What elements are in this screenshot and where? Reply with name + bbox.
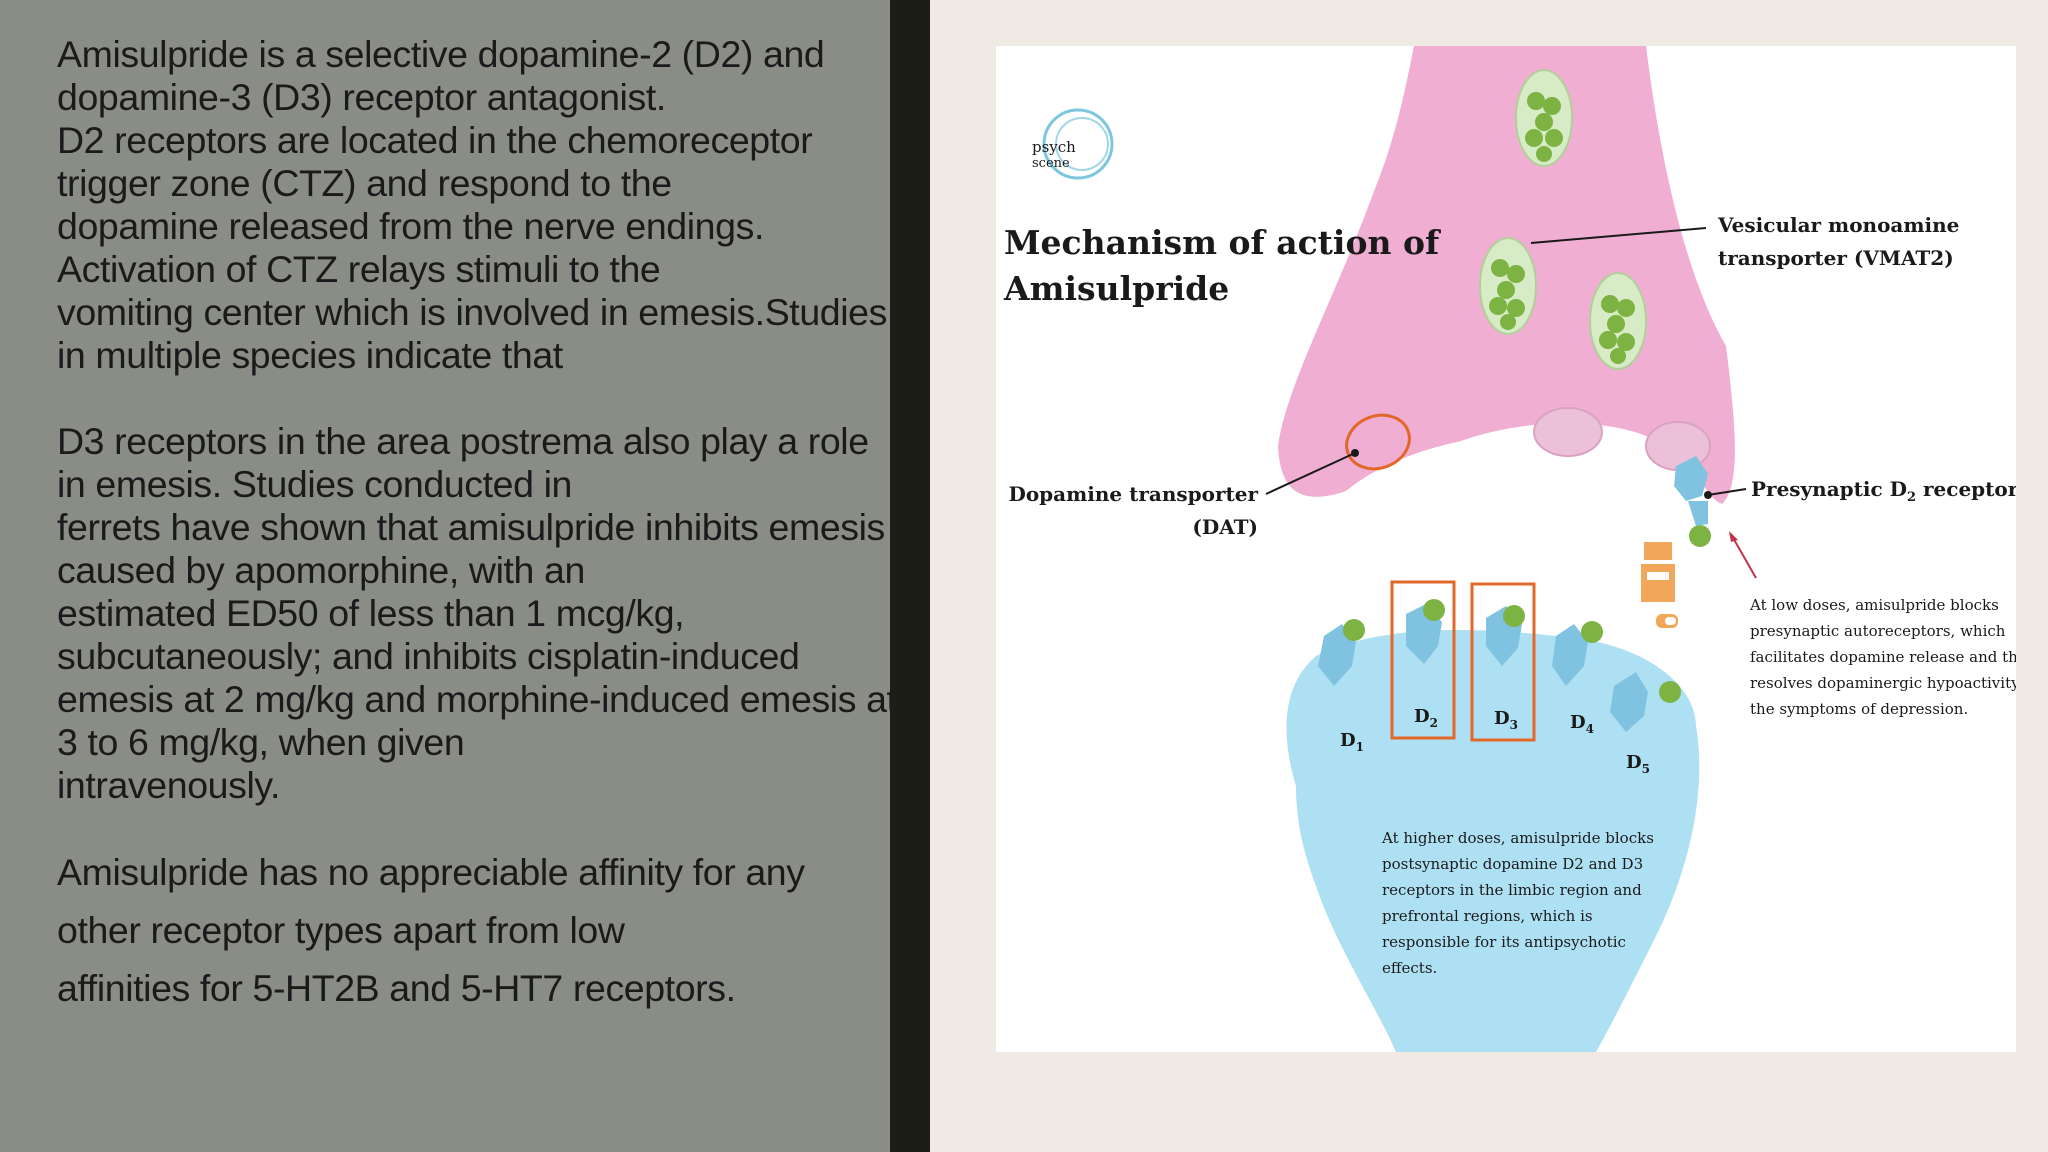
text-line: vomiting center which is involved in eme… [57, 291, 887, 333]
text-line: intravenously. [57, 764, 280, 806]
paragraph-3: Amisulpride has no appreciable affinity … [57, 843, 877, 1017]
note-line: receptors in the limbic region and [1382, 881, 1642, 899]
receptor-d3 [1470, 582, 1536, 742]
text-line: Activation of CTZ relays stimuli to the [57, 248, 661, 290]
mechanism-diagram: D1 D2 D3 D4 D5 psych scene Mechanism of … [1003, 46, 2016, 1052]
postsynaptic-neuron [1286, 630, 1700, 1052]
presynaptic-receptor [1674, 456, 1747, 547]
note-line: At low doses, amisulpride blocks [1749, 596, 1999, 614]
text-line: in multiple species indicate that [57, 334, 563, 376]
receptor-d4 [1552, 621, 1603, 686]
figure-title: Amisulpride [1003, 269, 1229, 308]
text-line: trigger zone (CTZ) and respond to the [57, 162, 672, 204]
paragraph-1: Amisulpride is a selective dopamine-2 (D… [57, 33, 887, 377]
receptor-d5 [1610, 672, 1681, 732]
note-line: responsible for its antipsychotic [1382, 933, 1626, 951]
text-line: ferrets have shown that amisulpride inhi… [57, 506, 885, 548]
divider-bar [890, 0, 930, 1152]
logo-text: psych [1032, 138, 1076, 156]
logo-text: scene [1032, 156, 1070, 171]
mechanism-figure: D1 D2 D3 D4 D5 psych scene Mechanism of … [996, 46, 2016, 1052]
text-line: Amisulpride has no appreciable affinity … [57, 851, 805, 893]
presynaptic-label: Presynaptic D2 receptor [1751, 477, 2016, 505]
receptor-label: D3 [1494, 708, 1518, 732]
membrane-pore [1533, 407, 1603, 457]
receptor-label: D2 [1414, 706, 1438, 730]
text-panel: Amisulpride is a selective dopamine-2 (D… [0, 0, 897, 1152]
receptor-label: D5 [1626, 752, 1650, 776]
text-line: emesis at 2 mg/kg and morphine-induced e… [57, 678, 897, 720]
text-line: estimated ED50 of less than 1 mcg/kg, [57, 592, 685, 634]
note-line: prefrontal regions, which is [1382, 907, 1593, 925]
note-line: resolves dopaminergic hypoactivity and [1750, 674, 2016, 692]
note-line: At higher doses, amisulpride blocks [1381, 829, 1654, 847]
receptor-label: D1 [1340, 730, 1364, 754]
receptor-d2 [1390, 580, 1456, 740]
paragraph-2: D3 receptors in the area postrema also p… [57, 420, 897, 807]
dat-label: (DAT) [1192, 515, 1258, 539]
vesicle-group [1479, 69, 1647, 370]
note-line: presynaptic autoreceptors, which [1750, 622, 2006, 640]
text-line: D3 receptors in the area postrema also p… [57, 420, 869, 462]
text-line: affinities for 5-HT2B and 5-HT7 receptor… [57, 967, 736, 1009]
note-line: effects. [1382, 959, 1437, 977]
text-line: dopamine-3 (D3) receptor antagonist. [57, 76, 666, 118]
dopamine-transporter [1345, 413, 1411, 471]
dat-label: Dopamine transporter [1008, 482, 1258, 506]
drug-capsule [1641, 542, 1678, 628]
text-line: 3 to 6 mg/kg, when given [57, 721, 465, 763]
text-line: in emesis. Studies conducted in [57, 463, 572, 505]
pointer-arrow [1731, 535, 1757, 579]
text-line: D2 receptors are located in the chemorec… [57, 119, 813, 161]
text-line: caused by apomorphine, with an [57, 549, 585, 591]
low-dose-note: At low doses, amisulpride blocks presyna… [1749, 596, 2016, 718]
receptor-d1 [1318, 619, 1365, 686]
note-line: facilitates dopamine release and thus [1750, 648, 2016, 666]
text-line: other receptor types apart from low [57, 909, 625, 951]
text-line: subcutaneously; and inhibits cisplatin-i… [57, 635, 800, 677]
note-line: the symptoms of depression. [1750, 700, 1968, 718]
text-line: Amisulpride is a selective dopamine-2 (D… [57, 33, 825, 75]
psych-scene-logo: psych scene [1032, 108, 1114, 180]
high-dose-note: At higher doses, amisulpride blocks post… [1381, 829, 1654, 977]
figure-title: Mechanism of action of [1004, 223, 1441, 262]
text-line: dopamine released from the nerve endings… [57, 205, 764, 247]
note-line: postsynaptic dopamine D2 and D3 [1382, 855, 1643, 873]
vmat-label: Vesicular monoamine [1717, 213, 1959, 237]
vmat-label: transporter (VMAT2) [1718, 246, 1954, 270]
receptor-label: D4 [1570, 712, 1594, 736]
